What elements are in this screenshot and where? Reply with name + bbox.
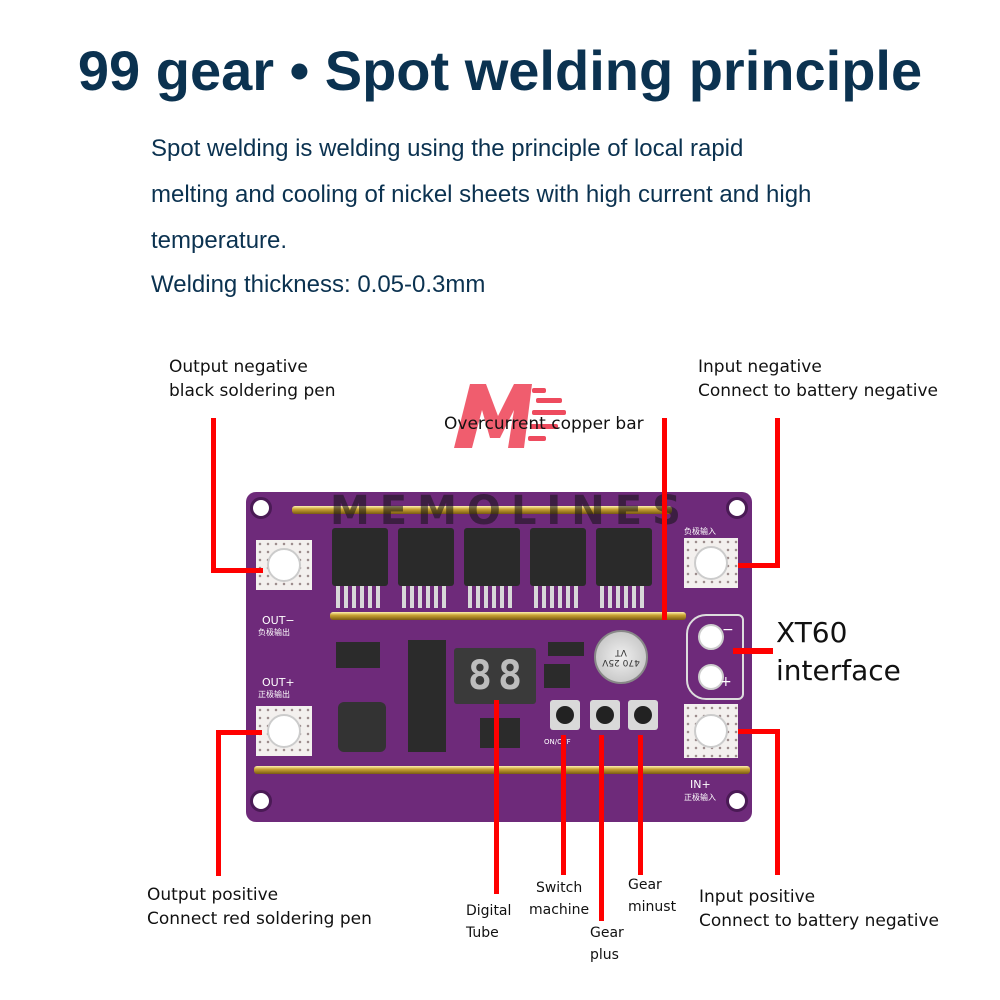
label-line: Output negative xyxy=(169,357,308,377)
xt60-plus-mark: + xyxy=(720,674,732,690)
description-line-1: Spot welding is welding using the princi… xyxy=(151,135,744,162)
small-ic-chip xyxy=(480,718,520,748)
label-line: black soldering pen xyxy=(169,381,336,401)
callout-line-input-positive xyxy=(775,729,780,875)
welding-thickness: Welding thickness: 0.05-0.3mm xyxy=(151,271,486,298)
label-line: Tube xyxy=(466,925,499,941)
callout-line-switch-machine xyxy=(561,735,566,875)
label-digital-tube: Digital Tube xyxy=(466,900,511,944)
diode xyxy=(548,642,584,656)
label-line: interface xyxy=(776,654,901,687)
mosfet xyxy=(596,528,652,608)
page-title: 99 gear • Spot welding principle xyxy=(77,39,923,102)
mounting-hole xyxy=(250,497,272,519)
label-line: Gear xyxy=(628,877,662,893)
callout-line-overcurrent-bar xyxy=(662,418,667,620)
xt60-minus-mark: − xyxy=(722,622,734,638)
label-line: Input positive xyxy=(699,887,816,907)
input-positive-pad xyxy=(684,704,738,758)
silk-on-off: ON/OFF xyxy=(544,738,571,746)
silk-out-minus-cn: 负极输出 xyxy=(258,628,290,637)
callout-line-digital-tube xyxy=(494,700,499,894)
callout-line-output-positive xyxy=(216,730,221,876)
callout-line-xt60 xyxy=(733,648,773,654)
input-negative-pad xyxy=(684,538,738,588)
display-digit: 8 xyxy=(498,653,523,699)
label-line: Connect to battery negative xyxy=(699,911,939,931)
output-positive-pad xyxy=(256,706,312,756)
callout-line-input-negative xyxy=(775,418,780,568)
overcurrent-copper-bar xyxy=(330,612,686,620)
brand-logo-icon xyxy=(454,384,566,448)
label-overcurrent-copper-bar: Overcurrent copper bar xyxy=(444,414,644,434)
mosfet xyxy=(332,528,388,608)
display-digit: 8 xyxy=(467,653,492,699)
buzzer xyxy=(338,702,386,752)
optocoupler-chip xyxy=(336,642,380,668)
silk-in-plus: IN+ xyxy=(690,778,711,791)
label-line: Output positive xyxy=(147,885,279,905)
label-line: machine xyxy=(529,902,590,918)
callout-line-output-negative xyxy=(211,418,216,572)
callout-line-input-negative xyxy=(738,563,780,568)
callout-line-gear-minus xyxy=(638,735,643,875)
xt60-connector: − + xyxy=(686,614,744,700)
description-line-2: melting and cooling of nickel sheets wit… xyxy=(151,181,812,208)
label-line: Connect to battery negative xyxy=(698,381,938,401)
callout-line-output-positive xyxy=(216,730,262,735)
label-output-positive: Output positive Connect red soldering pe… xyxy=(147,883,372,931)
label-line: Connect red soldering pen xyxy=(147,909,372,929)
callout-line-input-positive xyxy=(738,729,780,734)
description-line-3: temperature. xyxy=(151,227,288,254)
watermark-text: MEMOLINES xyxy=(330,488,691,534)
mounting-hole xyxy=(726,790,748,812)
callout-line-gear-plus xyxy=(599,735,604,921)
gear-plus-button[interactable] xyxy=(590,700,620,730)
label-line: XT60 xyxy=(776,616,848,649)
label-input-negative: Input negative Connect to battery negati… xyxy=(698,355,938,403)
output-negative-pad xyxy=(256,540,312,590)
label-switch-machine: Switch machine xyxy=(529,877,589,921)
label-input-positive: Input positive Connect to battery negati… xyxy=(699,885,939,933)
label-line: Digital xyxy=(466,903,512,919)
label-gear-minus: Gear minust xyxy=(628,874,676,918)
label-line: minust xyxy=(628,899,677,915)
label-line: Gear xyxy=(590,925,624,941)
callout-line-output-negative xyxy=(211,568,263,573)
copper-bar-bottom xyxy=(254,766,750,774)
gear-minus-button[interactable] xyxy=(628,700,658,730)
silk-out-plus: OUT+ xyxy=(262,676,295,689)
mosfet xyxy=(398,528,454,608)
label-line: Input negative xyxy=(698,357,822,377)
mosfet xyxy=(530,528,586,608)
copper-bar-top xyxy=(292,506,672,514)
label-line: Switch xyxy=(535,880,583,896)
silk-in-plus-cn: 正极输入 xyxy=(684,793,716,802)
silk-out-plus-cn: 正极输出 xyxy=(258,690,290,699)
label-xt60-interface: XT60 interface xyxy=(776,614,901,690)
digital-tube-display: 8 8 xyxy=(454,648,536,704)
mosfet xyxy=(464,528,520,608)
switch-machine-button[interactable] xyxy=(550,700,580,730)
regulator-chip xyxy=(544,664,570,688)
label-line: plus xyxy=(590,947,619,963)
label-output-negative: Output negative black soldering pen xyxy=(169,355,335,403)
mounting-hole xyxy=(726,497,748,519)
ic-chip xyxy=(408,640,446,752)
silk-in-minus-cn: 负极输入 xyxy=(684,527,716,536)
silk-out-minus: OUT− xyxy=(262,614,295,627)
mounting-hole xyxy=(250,790,272,812)
electrolytic-capacitor: 470 25V VT xyxy=(594,630,648,684)
label-gear-plus: Gear plus xyxy=(590,922,624,966)
